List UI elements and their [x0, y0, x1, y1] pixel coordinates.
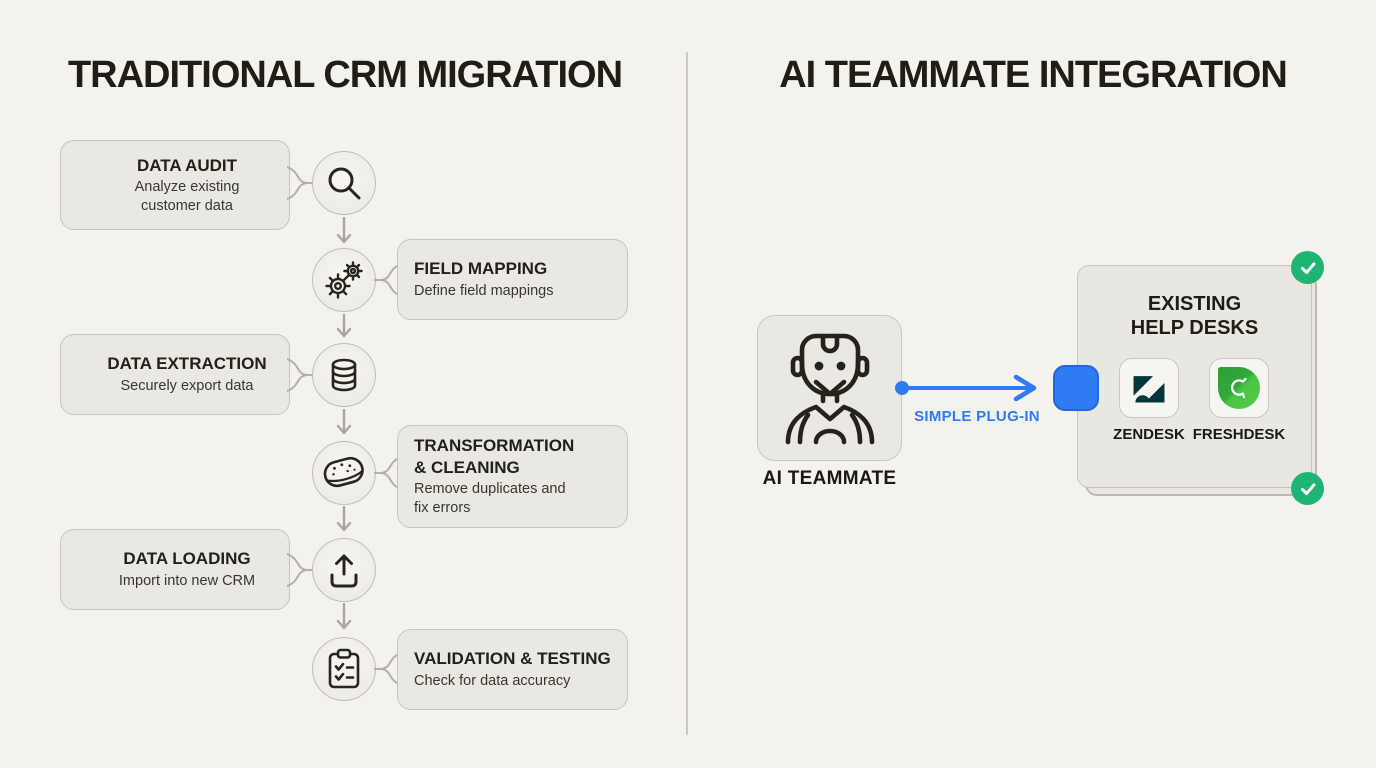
down-arrow-icon	[336, 506, 352, 532]
database-icon	[331, 358, 357, 392]
magnifier-icon	[328, 167, 361, 200]
gears-icon	[325, 261, 363, 299]
step-desc: Securely export data	[120, 377, 254, 394]
upload-icon	[330, 554, 358, 588]
step-box-data-audit: DATA AUDIT Analyze existing customer dat…	[60, 140, 290, 230]
panel-title: EXISTING HELP DESKS	[1078, 292, 1311, 341]
connector	[287, 551, 314, 589]
checkmark-icon	[1300, 261, 1315, 274]
step-circle-transformation	[312, 441, 376, 505]
check-badge-top	[1291, 251, 1324, 284]
check-badge-bottom	[1291, 472, 1324, 505]
zendesk-logo-icon	[1133, 376, 1165, 403]
step-circle-data-loading	[312, 538, 376, 602]
down-arrow-icon	[336, 314, 352, 338]
down-arrow-icon	[336, 409, 352, 435]
step-title: DATA EXTRACTION	[107, 354, 267, 374]
sponge-icon	[323, 456, 364, 488]
plug-connector-icon	[1053, 365, 1099, 411]
panel-title-line2: HELP DESKS	[1130, 317, 1259, 340]
zendesk-tile	[1119, 358, 1179, 418]
robot-icon	[785, 333, 874, 445]
step-desc: Analyze existing	[134, 178, 240, 195]
panel-title-line1: EXISTING	[1147, 293, 1242, 315]
step-title: DATA LOADING	[123, 549, 251, 569]
plug-in-label: SIMPLE PLUG-IN	[914, 408, 1040, 425]
down-arrow-icon	[336, 603, 352, 630]
step-title: & CLEANING	[414, 457, 520, 477]
step-desc: fix errors	[414, 499, 471, 516]
freshdesk-label: FRESHDESK	[1192, 426, 1286, 443]
ai-teammate-box	[757, 315, 902, 461]
plug-in-arrow-icon	[895, 374, 1037, 402]
freshdesk-logo-icon	[1218, 367, 1260, 409]
right-panel-title: AI TEAMMATE INTEGRATION	[779, 54, 1288, 96]
step-desc: Remove duplicates and	[414, 480, 566, 497]
step-desc: customer data	[141, 197, 233, 214]
step-title: DATA AUDIT	[136, 155, 238, 175]
step-desc: Import into new CRM	[118, 572, 256, 589]
step-circle-data-audit	[312, 151, 376, 215]
step-box-transformation: TRANSFORMATION & CLEANING Remove duplica…	[397, 425, 628, 528]
connector	[287, 164, 314, 202]
center-divider	[686, 52, 688, 735]
step-box-validation: VALIDATION & TESTING Check for data accu…	[397, 629, 628, 710]
step-title: TRANSFORMATION	[414, 436, 575, 456]
left-panel-title: TRADITIONAL CRM MIGRATION	[67, 54, 623, 96]
clipboard-check-icon	[328, 648, 360, 689]
checkmark-icon	[1300, 482, 1315, 495]
step-box-data-loading: DATA LOADING Import into new CRM	[60, 529, 290, 610]
help-desk-panel: EXISTING HELP DESKS	[1077, 265, 1312, 488]
freshdesk-tile	[1209, 358, 1269, 418]
step-circle-field-mapping	[312, 248, 376, 312]
ai-teammate-label: AI TEAMMATE	[762, 468, 897, 489]
step-circle-data-extraction	[312, 343, 376, 407]
step-box-data-extraction: DATA EXTRACTION Securely export data	[60, 334, 290, 415]
step-desc: Check for data accuracy	[414, 672, 571, 689]
down-arrow-icon	[336, 217, 352, 244]
step-title: FIELD MAPPING	[414, 259, 548, 279]
step-desc: Define field mappings	[414, 282, 554, 299]
connector	[287, 356, 314, 394]
zendesk-label: ZENDESK	[1113, 426, 1185, 443]
step-title: VALIDATION & TESTING	[414, 649, 611, 669]
step-circle-validation	[312, 637, 376, 701]
step-box-field-mapping: FIELD MAPPING Define field mappings	[397, 239, 628, 320]
